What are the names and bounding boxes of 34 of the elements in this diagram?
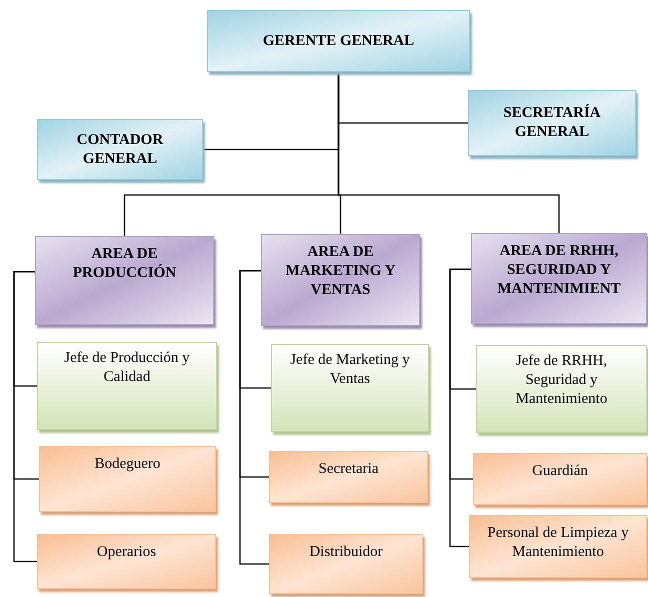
connector-line — [13, 270, 37, 562]
position-title: AREA DE MARKETING Y VENTAS — [284, 243, 396, 300]
position-title: Distribuidor — [309, 543, 383, 562]
position-title: Bodeguero — [94, 455, 160, 474]
position-title: Jefe de RRHH, Seguridad y Mantenimiento — [514, 352, 608, 408]
position-title: Operarios — [96, 543, 156, 562]
staff-box — [37, 534, 216, 589]
staff-box — [269, 451, 428, 503]
position-title: Jefe de Marketing y Ventas — [289, 351, 411, 388]
position-title: AREA DE RRHH, SEGURIDAD Y MANTENIMIENT — [496, 242, 622, 298]
position-title: GERENTE GENERAL — [262, 32, 414, 50]
position-box — [468, 90, 636, 156]
position-title: Jefe de Producción y Calidad — [63, 349, 191, 386]
chief-box — [476, 345, 647, 433]
position-title: Guardián — [532, 462, 588, 481]
chief-box — [271, 344, 429, 432]
staff-box — [473, 453, 647, 505]
chief-box — [37, 342, 217, 430]
position-box — [37, 119, 203, 180]
position-title: Secretaria — [318, 460, 378, 479]
area-box — [261, 234, 420, 326]
staff-box — [269, 534, 423, 594]
position-title: SECRETARÍA GENERAL — [502, 104, 602, 142]
connector-line — [449, 268, 471, 548]
position-box — [207, 10, 470, 72]
staff-box — [39, 446, 216, 512]
area-box — [35, 236, 214, 325]
connector-line — [239, 270, 269, 565]
staff-box — [469, 515, 647, 578]
position-title: AREA DE PRODUCCIÓN — [72, 245, 178, 282]
connector-line — [338, 72, 560, 233]
area-box — [471, 233, 647, 324]
position-title: Personal de Limpieza y Mantenimiento — [486, 524, 630, 562]
position-title: CONTADOR GENERAL — [76, 130, 164, 168]
